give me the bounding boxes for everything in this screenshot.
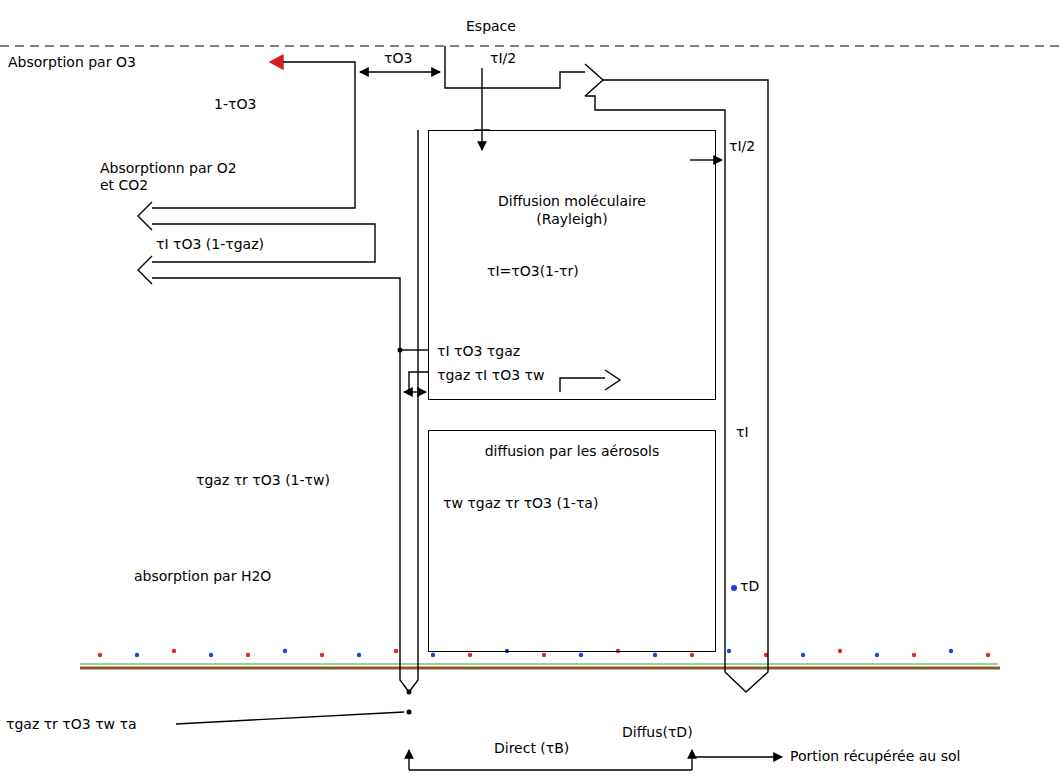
marker-dot	[731, 585, 737, 591]
flow-pipes	[138, 46, 782, 770]
formula-label: τgaz τr τO3 (1-τw)	[196, 472, 330, 489]
formula-label: 1-τO3	[214, 96, 256, 113]
formula-label: τD	[740, 578, 759, 595]
process-box: Diffusion moléculaire (Rayleigh) τI=τO3(1…	[428, 130, 716, 400]
junction-dot	[398, 348, 403, 353]
output-label: Portion récupérée au sol	[790, 748, 960, 765]
process-label: absorption par H2O	[134, 568, 271, 585]
process-box: diffusion par les aérosols τw τgaz τr τO3…	[428, 430, 716, 652]
space-boundary	[0, 45, 1061, 46]
formula-label: τO3	[384, 50, 412, 67]
output-label: Diffus(τD)	[622, 724, 693, 741]
junction-dot	[407, 710, 412, 715]
formula-label: τI τO3 (1-τgaz)	[156, 236, 264, 253]
box-heading: Diffusion moléculaire (Rayleigh)	[477, 193, 667, 228]
formula-text: τI=τO3(1-τr)	[487, 263, 579, 281]
output-label: Direct (τB)	[494, 740, 569, 757]
formula-text: τw τgaz τr τO3 (1-τa)	[443, 495, 598, 513]
formula-text: τI τO3 τgaz	[437, 343, 520, 361]
process-label: Absorptionn par O2 et CO2	[100, 160, 250, 194]
box-heading: diffusion par les aérosols	[477, 443, 667, 461]
formula-text: τgaz τI τO3 τw	[437, 367, 544, 385]
heading-label: Espace	[466, 18, 516, 35]
formula-label: τgaz τr τO3 τw τa	[6, 716, 136, 733]
formula-label: τI/2	[490, 50, 516, 67]
formula-label: τI	[736, 424, 749, 441]
junction-dot	[407, 690, 412, 695]
formula-label: τI/2	[729, 138, 755, 155]
process-label: Absorption par O3	[8, 54, 136, 71]
